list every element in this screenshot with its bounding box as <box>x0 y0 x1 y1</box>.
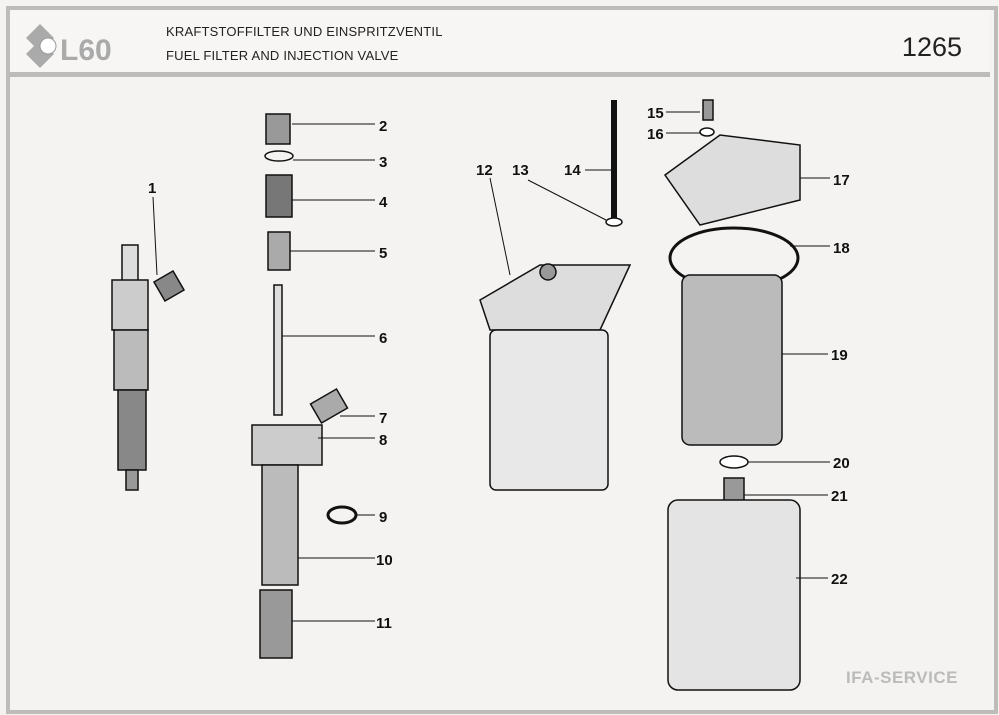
washer-part-20 <box>719 455 749 469</box>
page-number: 1265 <box>901 32 962 62</box>
spring-part-5 <box>267 231 291 271</box>
ifa-l60-logo: L60 <box>26 24 112 68</box>
callout-20: 20 <box>833 455 850 472</box>
callout-18: 18 <box>833 240 850 257</box>
filter-head-part-17 <box>663 134 801 226</box>
callout-17: 17 <box>833 172 850 189</box>
callout-2: 2 <box>379 118 387 135</box>
title-german: KRAFTSTOFFILTER UND EINSPRITZVENTIL <box>166 24 443 39</box>
title-english: FUEL FILTER AND INJECTION VALVE <box>166 48 399 63</box>
leader-lines <box>152 111 830 622</box>
page-header: L60 KRAFTSTOFFILTER UND EINSPRITZVENTIL … <box>10 10 990 77</box>
pin-part-6 <box>273 284 283 416</box>
nozzle-sleeve-part-11 <box>259 589 293 659</box>
nut-part-2 <box>265 113 291 145</box>
svg-text:L60: L60 <box>60 34 112 67</box>
callout-8: 8 <box>379 432 387 449</box>
callout-22: 22 <box>831 571 848 588</box>
callout-labels: 1 2 3 4 5 6 7 8 9 10 11 12 13 14 15 16 1… <box>148 105 850 632</box>
callout-15: 15 <box>647 105 664 122</box>
callout-16: 16 <box>647 126 664 143</box>
oring-part-9 <box>326 505 358 525</box>
callout-10: 10 <box>376 552 393 569</box>
sleeve-part-4 <box>265 174 293 218</box>
callout-5: 5 <box>379 245 387 262</box>
filter-element-part-19 <box>681 274 783 446</box>
callout-3: 3 <box>379 154 387 171</box>
callout-19: 19 <box>831 347 848 364</box>
ifa-service-brand: IFA-SERVICE <box>846 668 958 687</box>
callout-13: 13 <box>512 162 529 179</box>
callout-21: 21 <box>831 488 848 505</box>
callout-11: 11 <box>376 615 392 632</box>
screw-part-15 <box>702 99 714 121</box>
injection-valve-part-1 <box>111 244 186 491</box>
washer-part-13 <box>605 217 623 227</box>
callout-4: 4 <box>379 194 388 211</box>
page-frame <box>6 6 998 714</box>
callout-14: 14 <box>564 162 581 179</box>
washer-part-16 <box>699 127 715 137</box>
callout-6: 6 <box>379 330 387 347</box>
connector-part-7 <box>309 387 349 425</box>
callout-9: 9 <box>379 509 387 526</box>
filter-assembly-part-12 <box>479 263 632 491</box>
callout-12: 12 <box>476 162 493 179</box>
valve-body-part-10 <box>251 424 323 466</box>
filter-bowl-part-22 <box>667 499 801 691</box>
callout-1: 1 <box>148 180 156 197</box>
ring-part-3 <box>264 150 294 162</box>
callout-7: 7 <box>379 410 387 427</box>
